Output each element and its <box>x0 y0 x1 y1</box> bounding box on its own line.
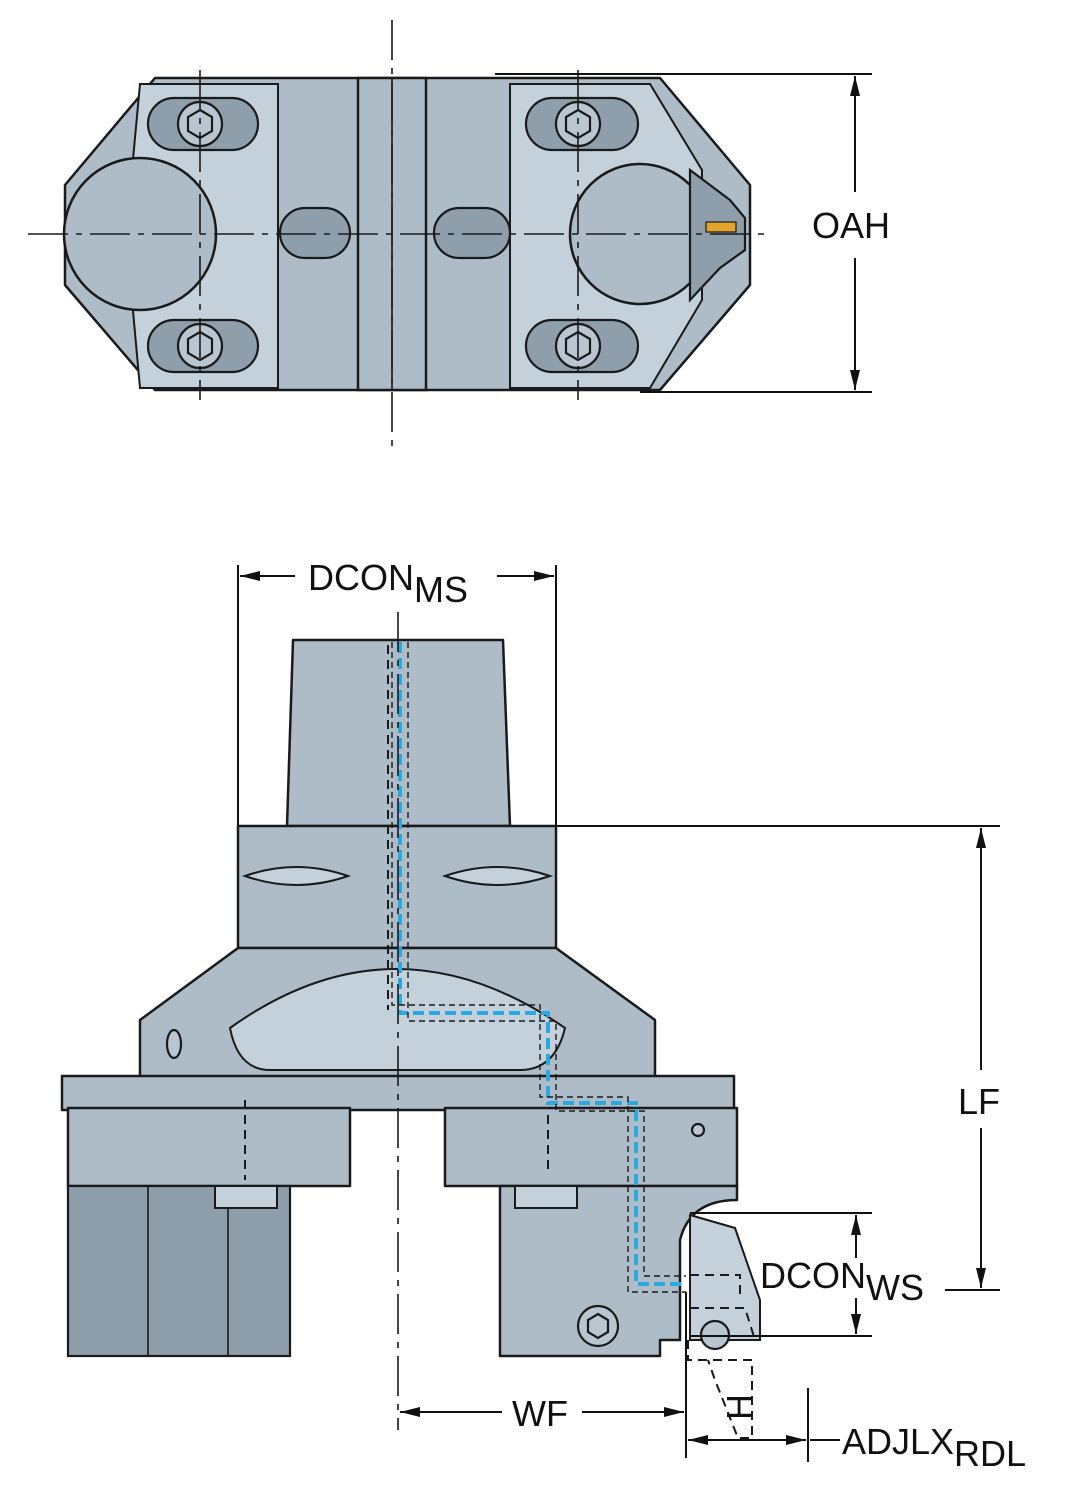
h-label: H <box>719 1394 760 1420</box>
oah-label: OAH <box>812 205 890 246</box>
left-arm <box>66 1106 352 1188</box>
side-port <box>690 1122 706 1138</box>
dcon-ms-dimension: DCONMS <box>237 557 557 826</box>
cutting-insert <box>705 221 737 233</box>
lf-dimension: LF <box>556 825 1000 1291</box>
right-arm <box>443 1106 739 1188</box>
cutting-head <box>688 167 747 303</box>
lf-label: LF <box>958 1081 1000 1122</box>
right-holder-screw <box>576 1304 620 1348</box>
coolant-channel <box>398 642 686 1286</box>
adjustable-cutting-head: H <box>687 1213 761 1439</box>
front-view: H DCONMS LF <box>60 557 1026 1474</box>
oah-dimension: OAH <box>495 73 890 393</box>
left-slot <box>278 206 352 260</box>
dcon-ws-dimension: DCONWS <box>690 1212 924 1337</box>
screw-top-left <box>146 96 260 152</box>
right-slot <box>432 206 512 260</box>
adjlx-rdl-dimension: ADJLXRDL <box>688 1388 1026 1474</box>
screw-bottom-left <box>146 318 260 374</box>
left-port <box>165 1028 183 1060</box>
adjlx-rdl-label: ADJLXRDL <box>842 1421 1026 1474</box>
flange-left-oval <box>241 866 352 886</box>
screw-bottom-right <box>524 318 640 374</box>
top-view: OAH <box>28 20 890 448</box>
wf-label: WF <box>512 1393 568 1434</box>
left-holder <box>66 1184 292 1358</box>
flange-right-oval <box>441 866 554 886</box>
flange-block <box>236 824 558 950</box>
dcon-ms-label: DCONMS <box>308 557 468 610</box>
wf-dimension: WF <box>400 1292 687 1458</box>
screw-top-right <box>524 96 640 152</box>
dcon-ws-label: DCONWS <box>760 1255 924 1308</box>
